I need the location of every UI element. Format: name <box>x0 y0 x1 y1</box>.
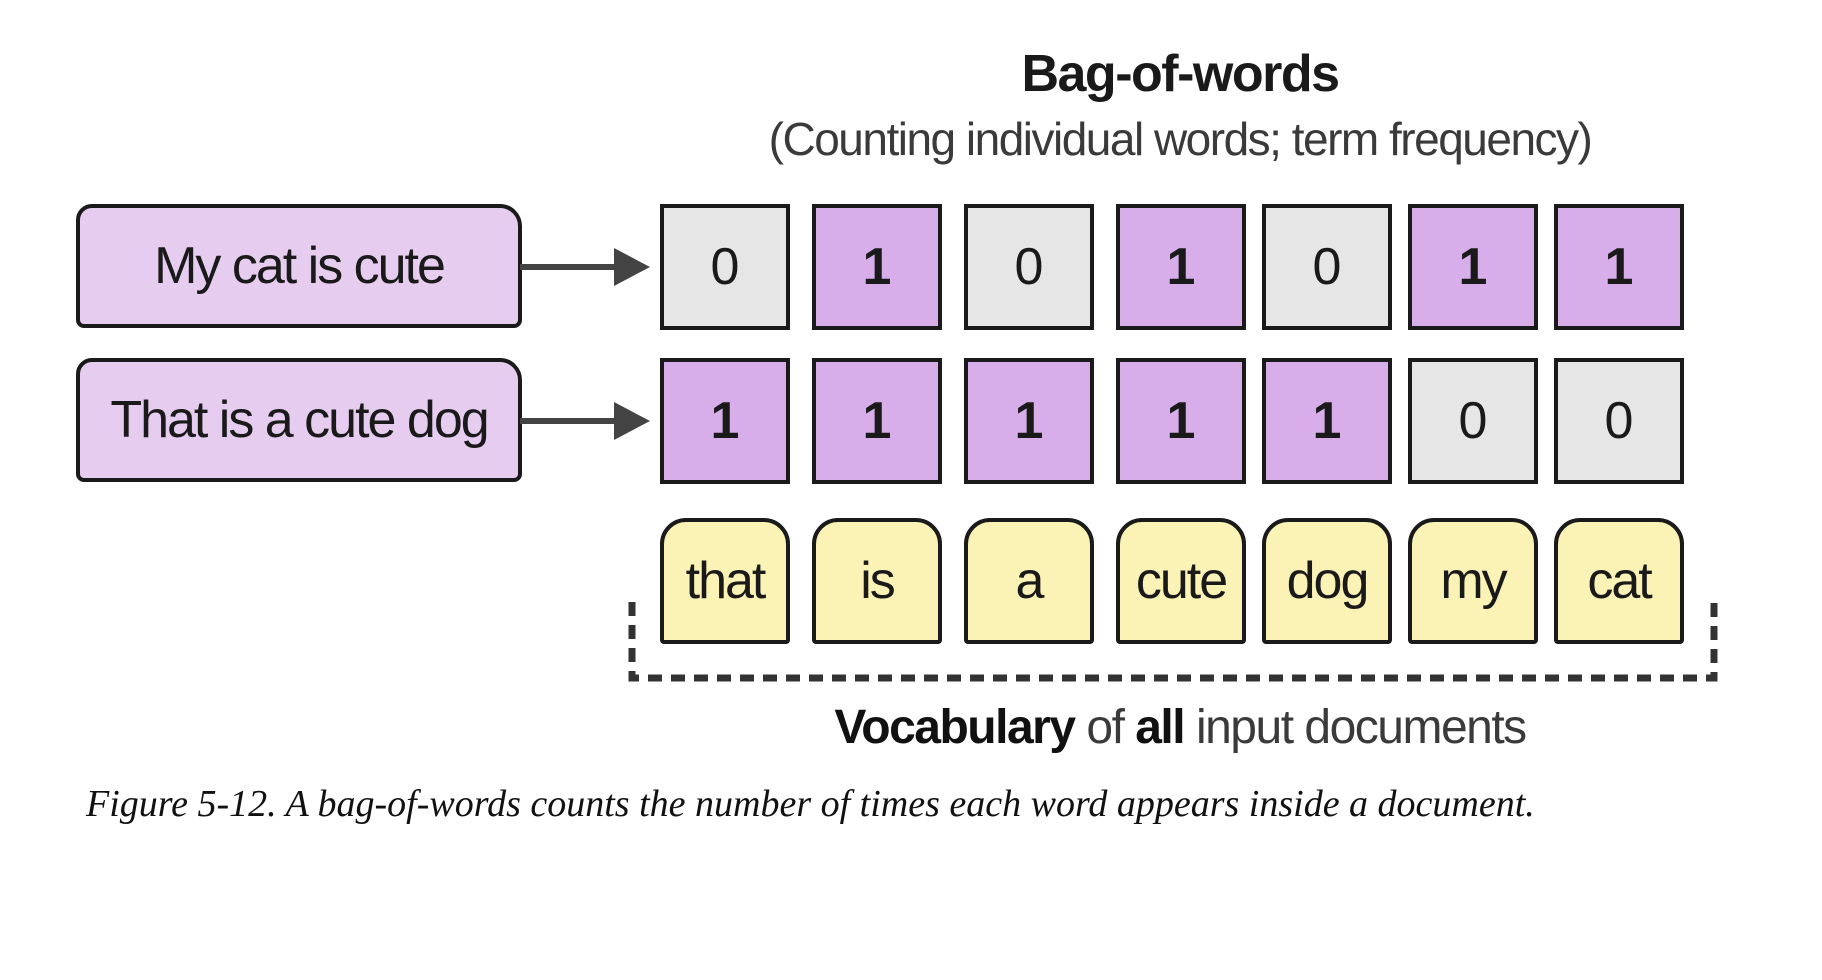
vocabulary-caption-text: of <box>1074 701 1136 754</box>
vocabulary-caption-strong: Vocabulary <box>834 701 1076 754</box>
vocabulary-token: that <box>660 518 790 644</box>
vocabulary-token: cute <box>1116 518 1246 644</box>
document-box-1: My cat is cute <box>76 204 522 328</box>
vocabulary-bracket <box>628 602 1718 682</box>
count-cell: 1 <box>1554 204 1684 330</box>
diagram-title: Bag-of-words <box>1021 45 1340 103</box>
vocabulary-token: my <box>1408 518 1538 644</box>
count-cell: 1 <box>1116 358 1246 484</box>
count-cell: 1 <box>812 204 942 330</box>
vocabulary-token: dog <box>1262 518 1392 644</box>
count-cell: 1 <box>964 358 1094 484</box>
count-cell: 0 <box>1408 358 1538 484</box>
count-cell: 1 <box>1408 204 1538 330</box>
count-cell: 0 <box>1262 204 1392 330</box>
vocabulary-caption-text: input documents <box>1184 701 1527 754</box>
count-cell: 0 <box>660 204 790 330</box>
count-cell: 0 <box>1554 358 1684 484</box>
arrow-icon <box>520 402 650 440</box>
figure-caption: Figure 5-12. A bag-of-words counts the n… <box>86 783 1535 825</box>
vocabulary-token: a <box>964 518 1094 644</box>
vocabulary-token: cat <box>1554 518 1684 644</box>
document-box-2: That is a cute dog <box>76 358 522 482</box>
count-cell: 1 <box>1116 204 1246 330</box>
vocabulary-caption-strong: all <box>1135 701 1185 754</box>
arrow-icon <box>520 248 650 286</box>
count-cell: 1 <box>1262 358 1392 484</box>
vocabulary-token: is <box>812 518 942 644</box>
count-cell: 0 <box>964 204 1094 330</box>
vocabulary-caption: Vocabulary of all input documents <box>760 700 1600 755</box>
count-cell: 1 <box>812 358 942 484</box>
count-cell: 1 <box>660 358 790 484</box>
diagram-subtitle: (Counting individual words; term frequen… <box>768 113 1593 165</box>
